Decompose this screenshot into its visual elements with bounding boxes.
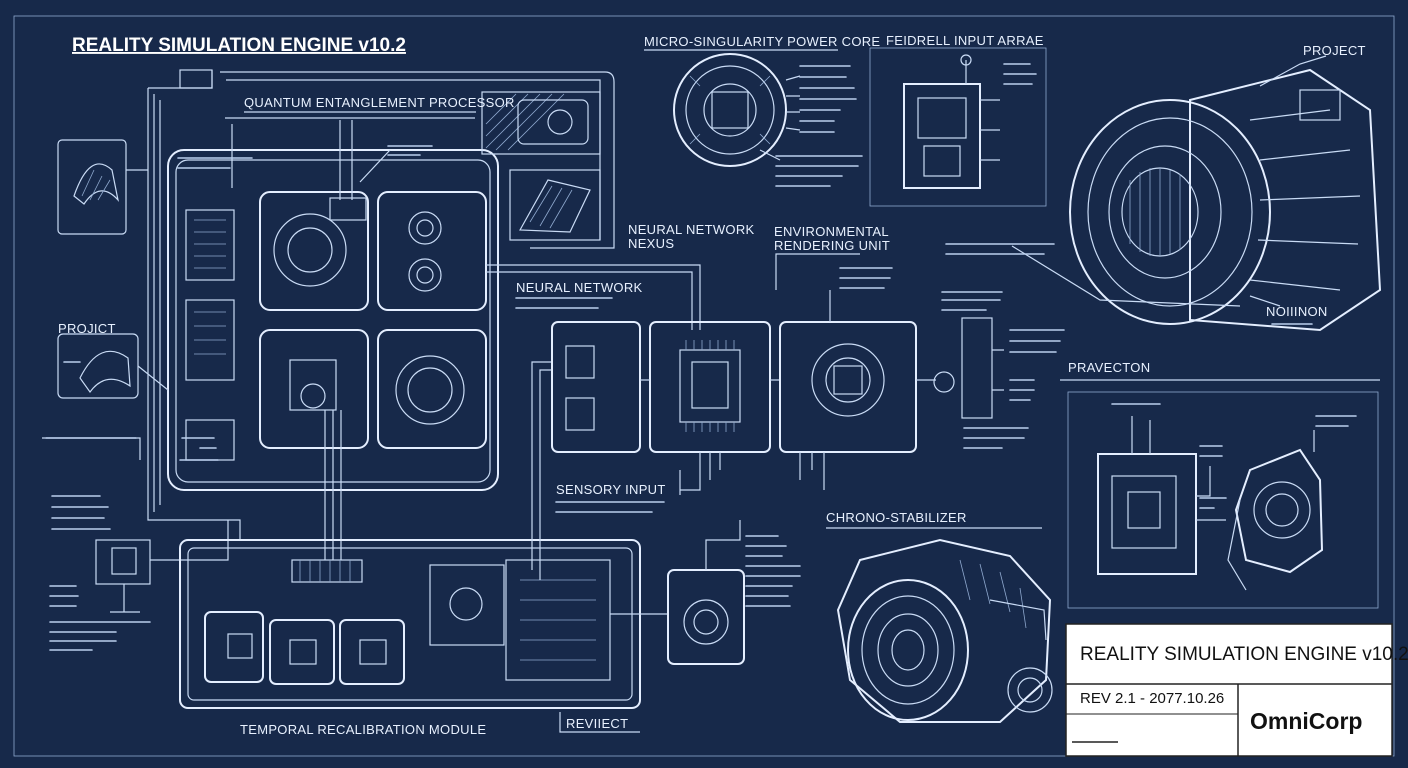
label-env-rendering-1: ENVIRONMENTAL (774, 224, 889, 239)
label-neural-nexus-2: NEXUS (628, 236, 674, 251)
left-small-device (95, 520, 229, 613)
outer-frame (13, 15, 1395, 757)
title-block-brand: OmniCorp (1250, 708, 1362, 734)
project-lens-diagram (1011, 55, 1382, 332)
annotation-scribbles (45, 63, 1357, 651)
left-project-sketch (42, 333, 169, 460)
label-power-core: MICRO-SINGULARITY POWER CORE (644, 34, 880, 49)
page-title: REALITY SIMULATION ENGINE v10.2 (72, 35, 406, 56)
title-block-revision: REV 2.1 - 2077.10.26 (1080, 690, 1224, 707)
power-core-diagram (673, 53, 801, 167)
label-nominon: NOIIINON (1266, 304, 1328, 319)
title-block: REALITY SIMULATION ENGINE v10.2 REV 2.1 … (1065, 623, 1408, 757)
label-project-left: PROJICT (58, 321, 116, 336)
label-project-top-right: PROJECT (1303, 43, 1366, 58)
left-sensor-sketch (57, 139, 148, 235)
input-array-diagram (869, 47, 1047, 207)
label-reviect: REVIIECT (566, 716, 628, 731)
label-env-rendering-2: RENDERING UNIT (774, 238, 890, 253)
label-pravecton: PRAVECTON (1068, 360, 1150, 375)
chrono-stabilizer-diagram (826, 527, 1053, 723)
label-neural-nexus-1: NEURAL NETWORK (628, 222, 755, 237)
label-neural-network: NEURAL NETWORK (516, 280, 643, 295)
label-temporal-module: TEMPORAL RECALIBRATION MODULE (240, 722, 486, 737)
title-block-title: REALITY SIMULATION ENGINE v10.2 (1080, 644, 1408, 665)
label-sensory-input: SENSORY INPUT (556, 482, 666, 497)
temporal-module-diagram (179, 361, 668, 709)
label-quantum-processor: QUANTUM ENTANGLEMENT PROCESSOR (244, 95, 515, 110)
sensory-input-device (667, 470, 745, 665)
pravecton-diagram (1060, 379, 1380, 609)
quantum-processor-diagram (147, 69, 701, 560)
label-input-array: FEIDRELL INPUT ARRAE (886, 33, 1044, 48)
label-chrono-stabilizer: CHRONO-STABILIZER (826, 510, 967, 525)
neural-network-chain (551, 253, 1004, 491)
